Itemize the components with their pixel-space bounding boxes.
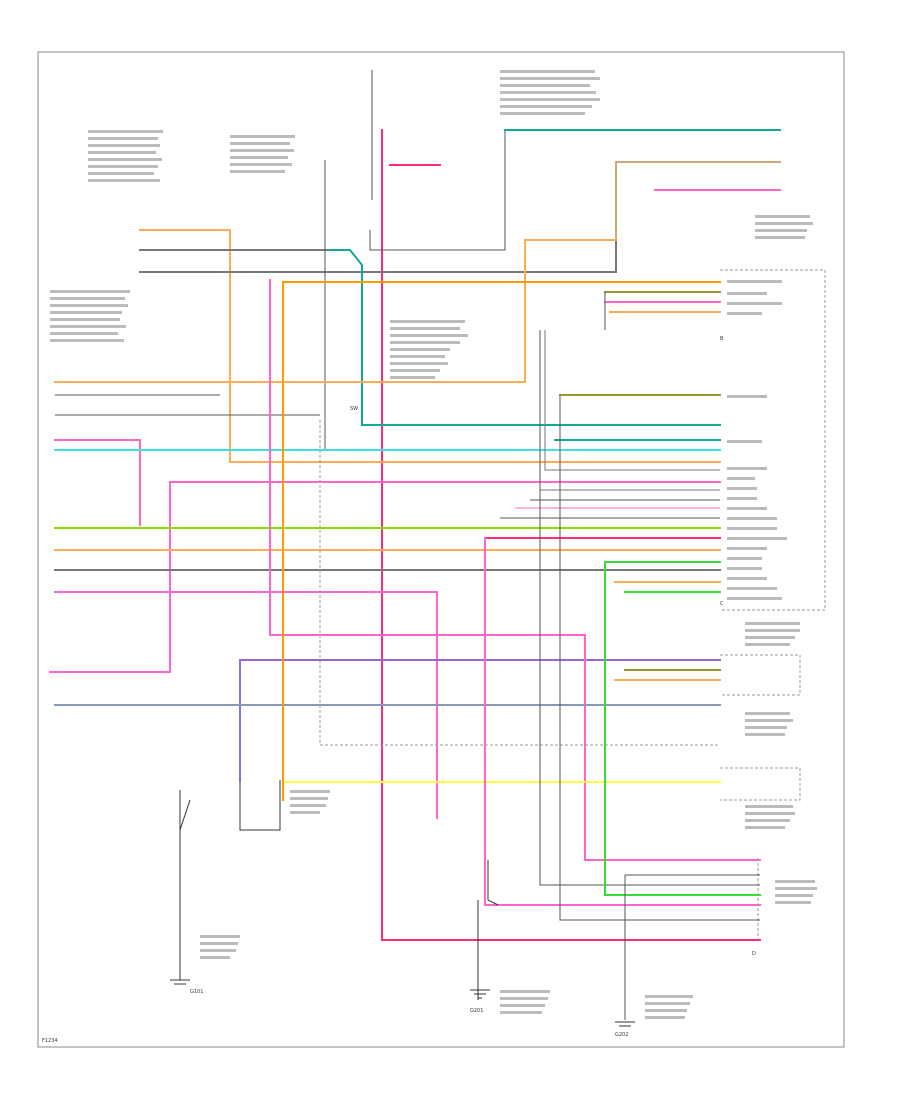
wire-pink-abs bbox=[484, 537, 761, 906]
connector-label-b: B bbox=[720, 336, 724, 342]
text-block-left-mid bbox=[50, 290, 130, 342]
text-block-top-right bbox=[500, 70, 600, 115]
wire-red-ignition-main bbox=[381, 129, 761, 941]
wire-gray-left-2 bbox=[139, 239, 617, 273]
text-block-bottom bbox=[200, 790, 693, 1019]
text-block-center bbox=[390, 320, 468, 379]
wire-pink-sensor-2 bbox=[269, 279, 761, 861]
text-block-right-components bbox=[745, 215, 817, 904]
text-block-pcm-labels bbox=[727, 280, 787, 600]
wire-dark-ignition-return bbox=[369, 130, 506, 251]
speed-control-connector-box bbox=[720, 767, 801, 801]
speed-sensor-connector-box bbox=[720, 654, 801, 696]
connector-label-d: D bbox=[752, 951, 756, 957]
ground-symbol-main bbox=[470, 989, 490, 999]
switch-label: SW bbox=[350, 406, 358, 412]
text-block-top-center bbox=[230, 135, 295, 173]
wire-teal-center bbox=[329, 249, 721, 426]
wire-pink-long bbox=[54, 591, 438, 819]
wire-lime-abs bbox=[604, 561, 761, 896]
switch-left-bottom bbox=[179, 790, 191, 980]
ground-label-right: G202 bbox=[615, 1032, 628, 1038]
ground-symbol-right bbox=[615, 1021, 635, 1027]
wire-dark-abs-2 bbox=[559, 395, 760, 921]
wire-dashed-speed-ref bbox=[319, 420, 720, 746]
pcm-connector-box bbox=[720, 269, 826, 611]
wire-orange-left-top bbox=[139, 229, 721, 463]
text-block-top-left bbox=[88, 130, 163, 182]
wire-gray-pcm-vertical bbox=[544, 330, 720, 471]
switch-center-bottom bbox=[239, 780, 281, 831]
ground-symbol-left bbox=[170, 979, 190, 985]
switch-brake-bottom bbox=[477, 860, 499, 1000]
ground-label-main: G201 bbox=[470, 1008, 483, 1014]
diagram-frame bbox=[37, 51, 845, 1048]
connector-label-c: C bbox=[720, 601, 724, 607]
wire-pink-left-vertical bbox=[49, 481, 171, 673]
ground-label-left: G101 bbox=[190, 989, 203, 995]
wire-pink-left-short bbox=[54, 439, 141, 526]
wire-dark-abs-1 bbox=[539, 330, 760, 886]
corner-reference-label: F1234 bbox=[42, 1038, 58, 1044]
wire-orange-right-top bbox=[524, 239, 617, 383]
